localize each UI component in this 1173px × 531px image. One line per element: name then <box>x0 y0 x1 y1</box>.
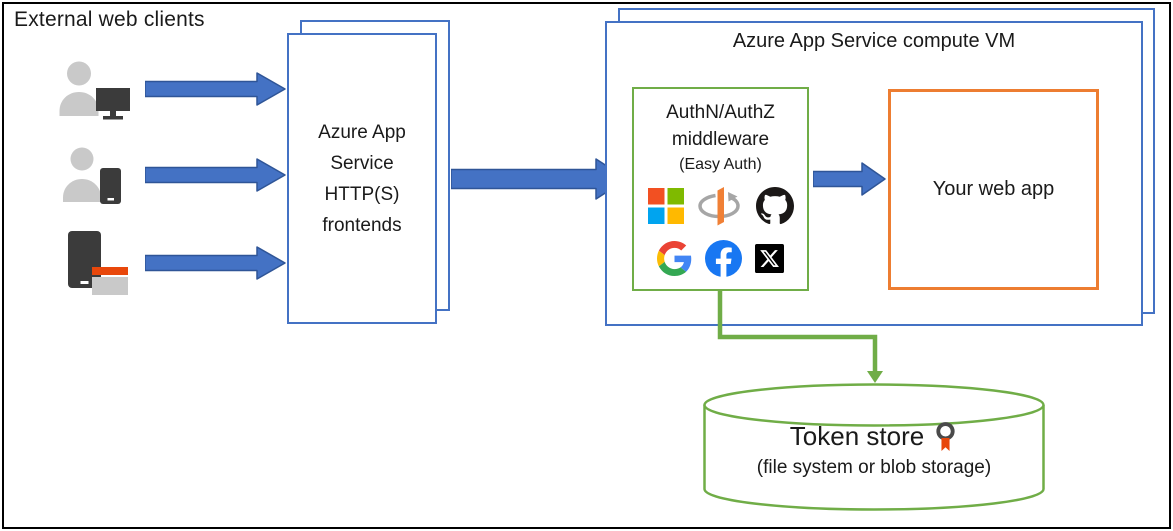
auth-to-webapp-arrow <box>813 161 886 197</box>
facebook-icon <box>705 239 742 277</box>
auth-to-tokenstore-connector <box>700 283 890 387</box>
token-store-subtitle: (file system or blob storage) <box>756 456 992 478</box>
device-app-window-icon <box>58 229 132 297</box>
token-store-title: Token store <box>789 421 925 452</box>
auth-title-line1: AuthN/AuthZ <box>666 102 775 123</box>
auth-middleware-box: AuthN/AuthZ middleware (Easy Auth) <box>632 87 809 291</box>
user-desktop-icon <box>54 61 132 121</box>
client-arrow-2 <box>145 158 286 192</box>
google-icon <box>657 240 692 276</box>
provider-icons-row-2 <box>634 238 807 278</box>
web-app-box: Your web app <box>888 89 1099 290</box>
user-mobile-icon <box>56 147 128 207</box>
frontends-label: Azure App Service HTTP(S) frontends <box>318 121 406 236</box>
frontends-box: Azure App Service HTTP(S) frontends <box>287 33 437 324</box>
token-store-cylinder <box>702 382 1046 512</box>
auth-subtitle: (Easy Auth) <box>679 156 762 173</box>
microsoft-icon <box>647 188 684 224</box>
token-ribbon-icon <box>933 420 958 454</box>
external-clients-label: External web clients <box>14 8 205 31</box>
client-arrow-3 <box>145 246 286 280</box>
web-app-label: Your web app <box>932 178 1055 200</box>
auth-title-line2: middleware <box>671 129 770 150</box>
client-arrow-1 <box>145 72 286 106</box>
compute-vm-title: Azure App Service compute VM <box>732 30 1016 52</box>
openid-connect-icon <box>697 184 743 228</box>
frontend-to-vm-arrow <box>451 158 628 200</box>
token-store-text: Token store (file system or blob storage… <box>702 420 1046 479</box>
x-icon <box>755 243 784 273</box>
github-icon <box>755 187 794 225</box>
provider-icons-row-1 <box>634 186 807 226</box>
